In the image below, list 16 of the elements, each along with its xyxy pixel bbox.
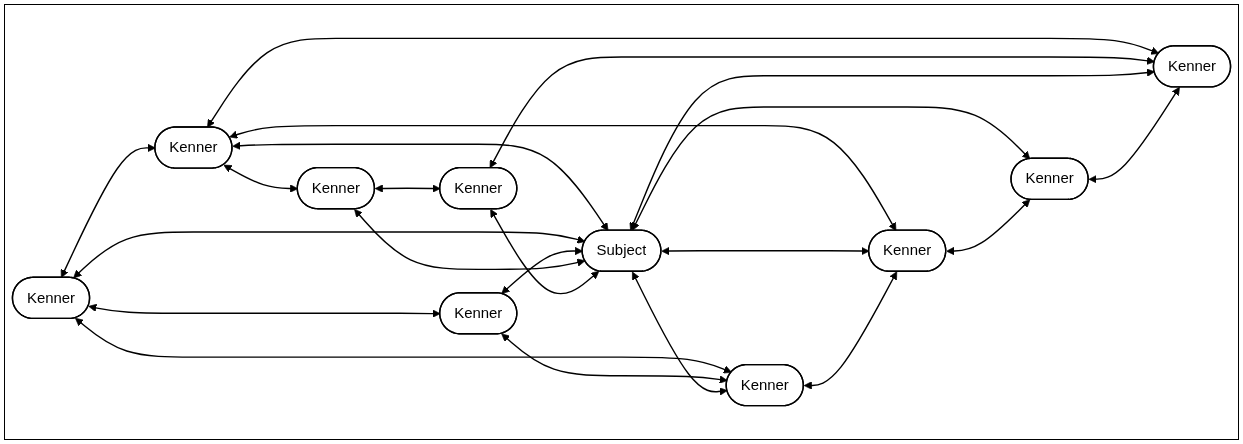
arrow xyxy=(354,209,586,271)
arrow xyxy=(232,141,609,231)
arrow xyxy=(629,68,1155,231)
arrow xyxy=(73,231,586,279)
arrow xyxy=(229,124,897,231)
arrow xyxy=(632,106,1031,231)
arrow xyxy=(490,209,600,295)
arrow xyxy=(803,271,898,390)
arrow xyxy=(632,271,728,396)
arrow xyxy=(489,56,1155,169)
arrow xyxy=(207,37,1160,128)
arrow xyxy=(75,317,732,374)
arrow xyxy=(501,246,583,294)
arrow xyxy=(946,199,1031,256)
arrow xyxy=(60,143,156,278)
arrow xyxy=(1088,87,1180,184)
